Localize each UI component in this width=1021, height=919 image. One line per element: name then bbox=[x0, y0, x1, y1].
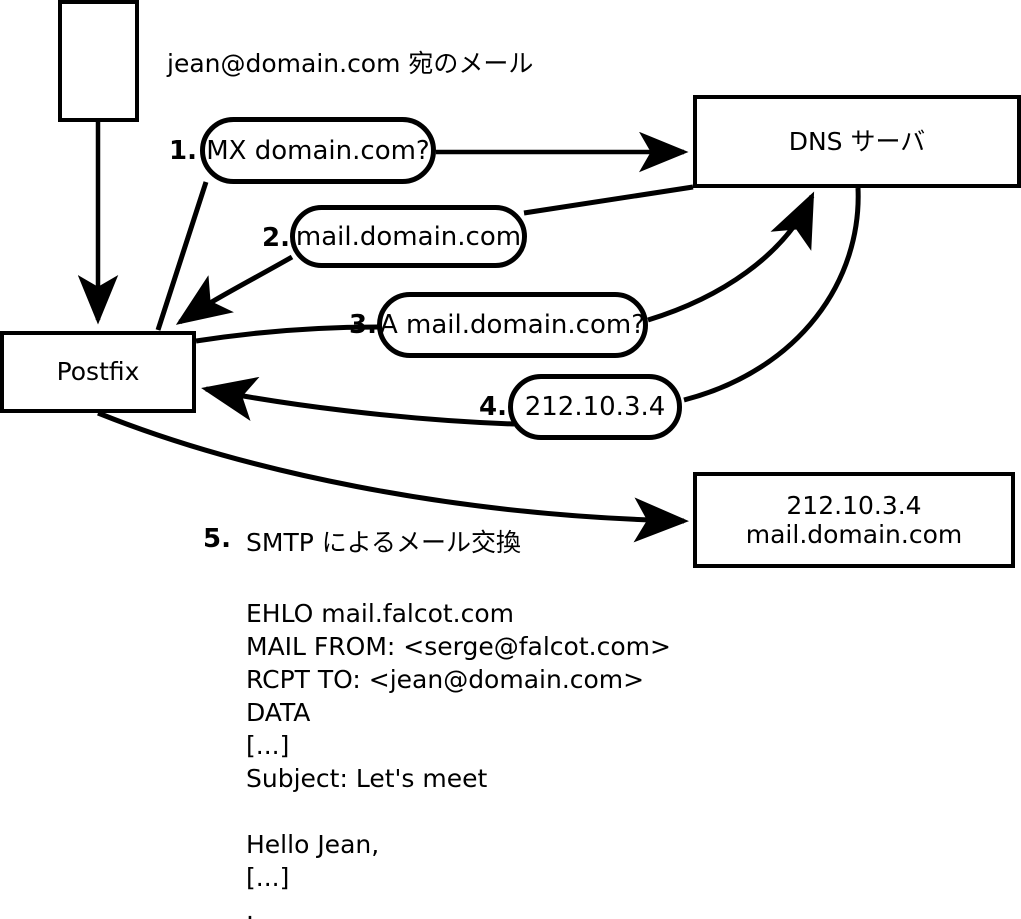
step-4-label: 212.10.3.4 bbox=[524, 392, 666, 422]
smtp-transcript-line: RCPT TO: <jean@domain.com> bbox=[246, 665, 645, 694]
dns-server-box-label: DNS サーバ bbox=[788, 126, 926, 156]
step-1-label: MX domain.com? bbox=[206, 135, 430, 166]
step-3-pill[interactable]: A mail.domain.com? bbox=[377, 292, 648, 358]
step-4-number: 4. bbox=[479, 392, 507, 422]
mail-caption: jean@domain.com 宛のメール bbox=[167, 49, 534, 78]
connector-step4-dns-to-pill bbox=[683, 187, 861, 403]
postfix-box[interactable]: Postfix bbox=[0, 331, 196, 413]
connector-step2-pill-to-postfix bbox=[175, 254, 294, 325]
step-5-number: 5. bbox=[203, 524, 231, 554]
step-4-pill[interactable]: 212.10.3.4 bbox=[508, 374, 682, 440]
postfix-box-label: Postfix bbox=[56, 357, 140, 387]
remote-mail-server-box[interactable]: 212.10.3.4 mail.domain.com bbox=[693, 472, 1015, 568]
dns-server-box[interactable]: DNS サーバ bbox=[693, 95, 1021, 188]
smtp-transcript-line: DATA bbox=[246, 698, 311, 727]
connector-step3-postfix-to-pill bbox=[195, 324, 379, 344]
connector-step4-pill-to-postfix bbox=[201, 376, 515, 427]
connector-step2-dns-to-pill bbox=[523, 184, 694, 216]
smtp-transcript-line: Hello Jean, bbox=[246, 830, 380, 859]
smtp-transcript-line: [...] bbox=[246, 731, 290, 760]
step-1-pill[interactable]: MX domain.com? bbox=[200, 117, 436, 184]
sender-box[interactable] bbox=[58, 0, 139, 122]
step-3-label: A mail.domain.com? bbox=[380, 310, 645, 340]
step-1-number: 1. bbox=[169, 136, 197, 166]
step-2-number: 2. bbox=[262, 223, 290, 253]
connector-step3-pill-to-dns bbox=[647, 191, 815, 323]
connector-step1-postfix-to-pill bbox=[155, 181, 209, 331]
step-3-number: 3. bbox=[349, 310, 377, 340]
smtp-transcript-line: [...] bbox=[246, 863, 290, 892]
smtp-transcript-line: MAIL FROM: <serge@falcot.com> bbox=[246, 632, 671, 661]
step-5-label: SMTP によるメール交換 bbox=[246, 528, 521, 557]
smtp-transcript-line: . bbox=[246, 896, 254, 919]
connector-step5-postfix-to-remote bbox=[97, 410, 689, 543]
remote-mail-server-host: mail.domain.com bbox=[745, 520, 963, 549]
remote-mail-server-ip: 212.10.3.4 bbox=[786, 490, 922, 520]
smtp-transcript-line: EHLO mail.falcot.com bbox=[246, 599, 515, 628]
step-2-pill[interactable]: mail.domain.com bbox=[290, 205, 527, 268]
smtp-transcript-line bbox=[246, 795, 671, 828]
step-2-label: mail.domain.com bbox=[295, 221, 522, 252]
smtp-transcript-line: Subject: Let's meet bbox=[246, 764, 488, 793]
